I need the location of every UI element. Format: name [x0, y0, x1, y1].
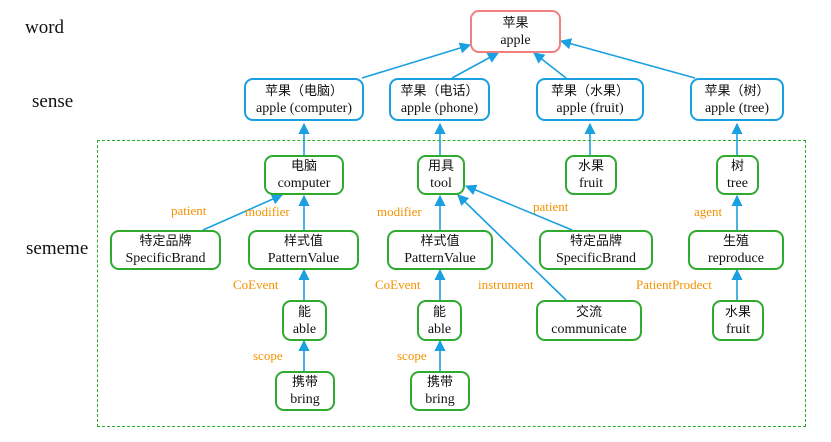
node-zh: 特定品牌 [569, 234, 622, 249]
node-zh: 样式值 [420, 234, 460, 249]
node-en: apple [500, 32, 531, 48]
node-en: able [427, 321, 452, 337]
edge-brand2-to-tool [464, 184, 573, 231]
sememe-node-able-2: 能 able [417, 300, 462, 341]
relation-label-scope-1: scope [253, 348, 283, 363]
relation-label-coevent-1: CoEvent [233, 277, 279, 292]
node-en: apple (tree) [704, 100, 770, 116]
relation-label-instrument: instrument [478, 277, 534, 292]
node-en: bring [425, 392, 455, 407]
node-en: reproduce [708, 251, 764, 266]
node-zh: 样式值 [283, 234, 323, 249]
sememe-node-computer: 电脑 computer [264, 155, 344, 195]
relation-label-modifier-1: modifier [245, 204, 290, 219]
relation-label-modifier-2: modifier [377, 204, 422, 219]
relation-label-patient-1: patient [171, 203, 207, 218]
sememe-node-communicate: 交流 communicate [536, 300, 642, 341]
level-label-sememe: sememe [26, 238, 89, 259]
node-zh: 携带 [291, 375, 318, 390]
sememe-node-specificbrand-2: 特定品牌 SpecificBrand [539, 230, 653, 270]
node-en: bring [290, 392, 320, 407]
node-zh: 水果 [577, 159, 604, 174]
word-node-apple: 苹果 apple [470, 10, 561, 53]
edge-brand1-to-computer [202, 193, 284, 231]
node-en: apple (computer) [255, 100, 352, 116]
relation-label-coevent-2: CoEvent [375, 277, 421, 292]
node-zh: 交流 [575, 304, 602, 320]
sememe-node-bring-2: 携带 bring [410, 371, 470, 411]
sememe-node-bring-1: 携带 bring [275, 371, 335, 411]
node-zh: 树 [730, 159, 744, 174]
sense-node-apple-computer: 苹果（电脑） apple (computer) [244, 78, 364, 121]
sememe-node-fruit-2: 水果 fruit [712, 300, 764, 341]
edge-s-computer-to-apple [361, 42, 472, 79]
sense-node-apple-phone: 苹果（电话） apple (phone) [389, 78, 490, 121]
node-zh: 电脑 [290, 159, 317, 174]
node-zh: 水果 [724, 304, 751, 320]
relation-label-patientprodect: PatientProdect [636, 277, 712, 292]
relation-label-patient-2: patient [533, 199, 569, 214]
node-en: tool [430, 176, 452, 191]
sememe-node-patternvalue-2: 样式值 PatternValue [387, 230, 493, 270]
edge-s-fruit-to-apple [533, 52, 567, 79]
sememe-node-patternvalue-1: 样式值 PatternValue [248, 230, 359, 270]
node-en: tree [727, 176, 748, 191]
node-zh: 苹果（电话） [400, 83, 479, 99]
sememe-node-reproduce: 生殖 reproduce [688, 230, 784, 270]
node-en: SpecificBrand [555, 251, 637, 266]
node-zh: 苹果 [502, 15, 529, 31]
node-en: fruit [725, 321, 751, 337]
sense-node-apple-tree: 苹果（树） apple (tree) [690, 78, 784, 121]
relation-label-scope-2: scope [397, 348, 427, 363]
node-en: fruit [578, 176, 604, 191]
level-label-sense: sense [32, 91, 74, 112]
sememe-node-fruit: 水果 fruit [565, 155, 617, 195]
node-en: PatternValue [267, 251, 340, 266]
edge-s-tree-to-apple [559, 38, 696, 79]
node-zh: 用具 [427, 159, 454, 174]
node-en: PatternValue [404, 251, 476, 266]
node-en: SpecificBrand [125, 251, 206, 266]
sememe-node-specificbrand-1: 特定品牌 SpecificBrand [110, 230, 221, 270]
node-zh: 苹果（水果） [550, 83, 629, 99]
node-en: computer [277, 176, 331, 191]
sememe-node-tree: 树 tree [716, 155, 759, 195]
edge-communicate-to-tool [457, 194, 567, 301]
sense-node-apple-fruit: 苹果（水果） apple (fruit) [536, 78, 644, 121]
node-en: able [292, 321, 317, 337]
node-zh: 特定品牌 [139, 234, 192, 249]
node-zh: 能 [297, 304, 311, 320]
node-zh: 苹果（电脑） [264, 83, 343, 99]
node-en: communicate [551, 321, 627, 337]
node-en: apple (phone) [400, 100, 479, 116]
node-zh: 能 [432, 304, 446, 320]
node-zh: 苹果（树） [704, 83, 770, 99]
relation-label-agent: agent [694, 204, 723, 219]
sememe-region-box [97, 140, 806, 427]
node-en: apple (fruit) [556, 100, 624, 116]
sememe-node-tool: 用具 tool [417, 155, 465, 195]
node-zh: 携带 [426, 375, 453, 390]
level-label-word: word [25, 17, 65, 38]
node-zh: 生殖 [722, 234, 749, 249]
edge-s-phone-to-apple [451, 52, 499, 79]
sememe-node-able-1: 能 able [282, 300, 327, 341]
